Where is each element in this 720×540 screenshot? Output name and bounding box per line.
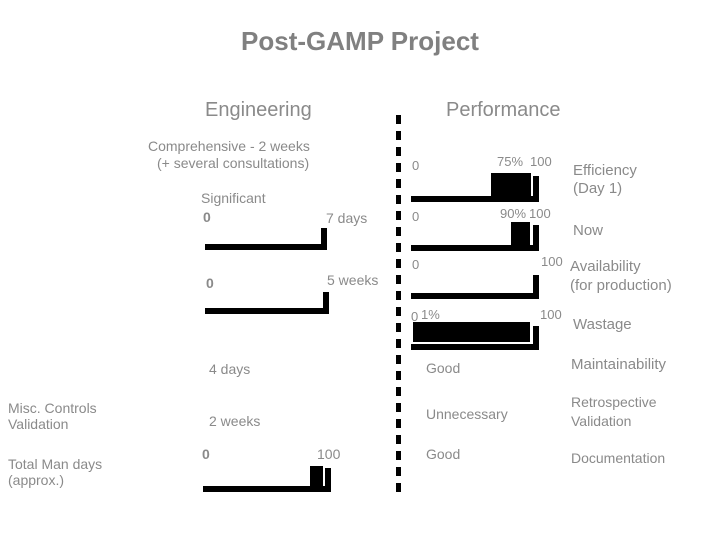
bar-baseline xyxy=(411,344,539,350)
column-heading-engineering: Engineering xyxy=(205,99,312,121)
right-row1-label2: (Day 1) xyxy=(573,180,623,197)
side-label-total-man-days-line2: (approx.) xyxy=(8,472,65,488)
left-row1-zero: 0 xyxy=(203,209,211,225)
right-row6-label: Retrospective xyxy=(571,394,657,410)
left-bar-total-man-days xyxy=(203,464,343,492)
bar-value-block xyxy=(491,173,531,196)
right-row4-label: Wastage xyxy=(573,316,632,333)
right-bar-now xyxy=(411,219,551,251)
bar-endcap xyxy=(533,225,539,251)
right-row5-label: Maintainability xyxy=(571,356,667,373)
bar-endcap xyxy=(323,292,329,314)
engineering-note-line1: Comprehensive - 2 weeks xyxy=(148,138,310,154)
bar-baseline xyxy=(203,486,331,492)
right-row2-max: 100 xyxy=(529,206,551,221)
right-bar-efficiency xyxy=(411,170,551,202)
bar-endcap xyxy=(533,326,539,350)
left-row5-zero: 0 xyxy=(202,446,210,462)
right-bar-availability xyxy=(411,271,551,299)
column-heading-performance: Performance xyxy=(446,99,561,121)
engineering-note-line2: (+ several consultations) xyxy=(157,155,310,171)
right-row7-label: Documentation xyxy=(571,450,666,466)
left-row3-value: 4 days xyxy=(209,361,251,377)
left-row2-zero: 0 xyxy=(206,275,214,291)
right-row6-label2: Validation xyxy=(571,413,632,429)
right-row5-rating: Good xyxy=(426,360,461,376)
bar-endcap xyxy=(321,228,327,250)
page-title: Post-GAMP Project xyxy=(241,26,479,56)
side-label-misc-controls-line1: Misc. Controls xyxy=(8,400,97,416)
right-row4-max: 100 xyxy=(540,307,562,322)
right-row3-zero: 0 xyxy=(412,257,420,272)
right-row2-zero: 0 xyxy=(412,209,420,224)
right-row1-max: 100 xyxy=(530,154,552,169)
left-row4-value: 2 weeks xyxy=(209,413,261,429)
right-row6-rating: Unnecessary xyxy=(426,406,508,422)
bar-endcap xyxy=(533,176,539,202)
bar-baseline xyxy=(411,293,539,299)
right-row2-label: Now xyxy=(573,222,604,239)
right-row1-value: 75% xyxy=(497,154,524,169)
bar-value-block xyxy=(310,466,323,489)
right-row4-value: 1% xyxy=(421,307,440,322)
left-row5-max: 100 xyxy=(317,446,341,462)
bar-endcap xyxy=(325,468,331,492)
right-row7-rating: Good xyxy=(426,446,461,462)
engineering-significant-label: Significant xyxy=(201,190,266,206)
column-divider xyxy=(396,115,401,497)
right-row3-label: Availability xyxy=(570,258,641,275)
right-bar-wastage xyxy=(411,322,551,350)
right-row3-max: 100 xyxy=(541,254,563,269)
bar-baseline xyxy=(205,244,327,250)
left-bar-row2 xyxy=(205,292,335,314)
left-row1-value: 7 days xyxy=(326,210,368,226)
right-row2-value: 90% xyxy=(500,206,527,221)
right-row1-zero: 0 xyxy=(412,158,420,173)
bar-value-block xyxy=(413,322,530,342)
right-row4-zero: 0 xyxy=(411,309,419,324)
side-label-total-man-days-line1: Total Man days xyxy=(8,456,103,472)
bar-endcap xyxy=(533,275,539,299)
bar-value-block xyxy=(511,222,530,245)
bar-baseline xyxy=(411,196,539,202)
side-label-misc-controls-line2: Validation xyxy=(8,416,69,432)
left-bar-row1 xyxy=(205,228,335,250)
right-row3-label2: (for production) xyxy=(570,277,672,294)
right-row1-label: Efficiency xyxy=(573,162,637,179)
left-row2-value: 5 weeks xyxy=(327,272,379,288)
bar-baseline xyxy=(205,308,329,314)
bar-baseline xyxy=(411,245,539,251)
